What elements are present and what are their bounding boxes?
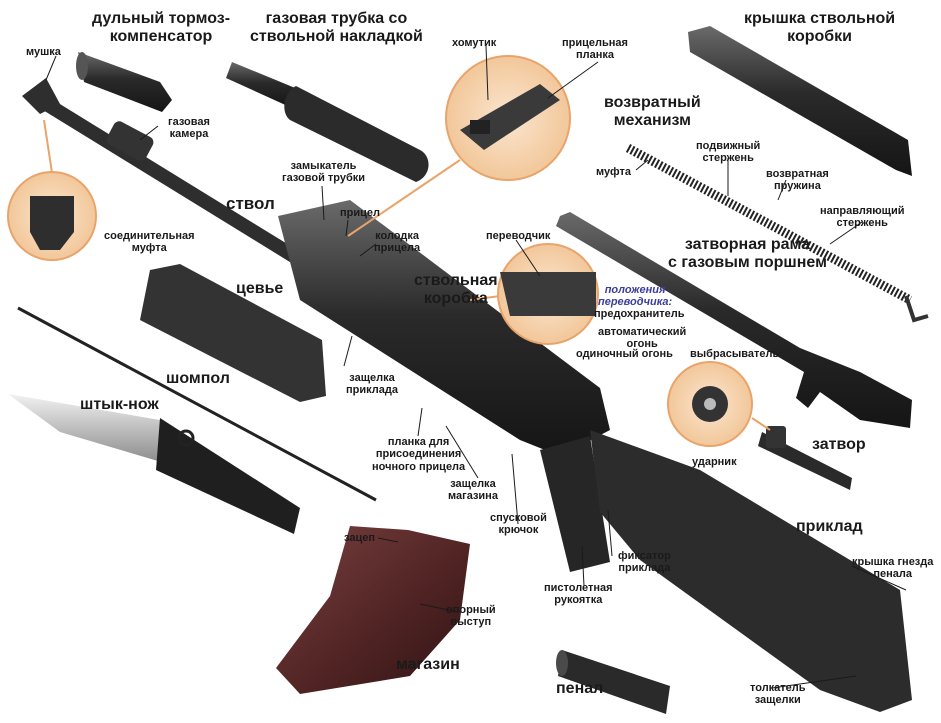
label-recoil-spring: возвратная пружина bbox=[766, 168, 829, 193]
label-guide-rod-moving: подвижный стержень bbox=[696, 140, 760, 165]
label-safe: предохранитель bbox=[594, 308, 685, 320]
label-cleaning-kit: пенал bbox=[556, 680, 603, 698]
label-gas-chamber: газовая камера bbox=[168, 116, 210, 141]
label-single-fire: одиночный огонь bbox=[576, 348, 673, 360]
label-stock-lock: фиксатор приклада bbox=[618, 550, 671, 575]
label-selector: переводчик bbox=[486, 230, 550, 242]
label-bolt: затвор bbox=[812, 436, 866, 454]
label-muzzle-brake: дульный тормоз- компенсатор bbox=[92, 10, 230, 46]
label-kit-cover: крышка гнезда пенала bbox=[852, 556, 933, 581]
callout-bolt-face bbox=[668, 362, 770, 446]
label-night-sight-rail: планка для присоединения ночного прицела bbox=[372, 436, 465, 473]
label-clamp: хомутик bbox=[452, 37, 496, 49]
label-front-sight: мушка bbox=[26, 46, 61, 58]
label-receiver: ствольная коробка bbox=[414, 272, 498, 308]
label-gas-tube: газовая трубка со ствольной накладкой bbox=[250, 10, 423, 46]
label-magazine: магазин bbox=[396, 656, 460, 674]
label-pistol-grip: пистолетная рукоятка bbox=[544, 582, 613, 607]
label-gas-tube-lock: замыкатель газовой трубки bbox=[282, 160, 365, 185]
label-extractor: выбрасыватель bbox=[690, 348, 779, 360]
label-stock: приклад bbox=[796, 518, 863, 536]
label-selector-positions: положения переводчика: bbox=[598, 284, 672, 309]
label-cleaning-rod: шомпол bbox=[166, 370, 230, 388]
muzzle-brake-part bbox=[76, 52, 172, 112]
label-sight-block: колодка прицела bbox=[374, 230, 420, 255]
label-receiver-cover: крышка ствольной коробки bbox=[744, 10, 895, 46]
label-magazine-catch: защелка магазина bbox=[448, 478, 498, 503]
label-connecting-sleeve: соединительная муфта bbox=[104, 230, 195, 255]
label-latch-pusher: толкатель защелки bbox=[750, 682, 806, 707]
label-sleeve: муфта bbox=[596, 166, 631, 178]
label-sight-leaf: прицельная планка bbox=[562, 37, 628, 62]
label-rear-sight: прицел bbox=[340, 207, 380, 219]
label-firing-pin: ударник bbox=[692, 456, 737, 468]
label-guide-rod: направляющий стержень bbox=[820, 205, 904, 230]
label-catch-lug: зацеп bbox=[344, 532, 375, 544]
label-auto-fire: автоматический огонь bbox=[598, 326, 686, 351]
label-handguard: цевье bbox=[236, 280, 283, 298]
label-recoil-mechanism: возвратный механизм bbox=[604, 94, 701, 130]
label-bolt-carrier: затворная рама с газовым поршнем bbox=[668, 236, 827, 272]
label-bayonet: штык-нож bbox=[80, 396, 159, 414]
callout-front-sight bbox=[8, 120, 96, 260]
label-trigger: спусковой крючок bbox=[490, 512, 547, 537]
label-stock-latch: защелка приклада bbox=[346, 372, 398, 397]
bayonet-part bbox=[8, 394, 300, 534]
label-support-lug: опорный выступ bbox=[446, 604, 496, 629]
label-barrel: ствол bbox=[226, 194, 275, 213]
